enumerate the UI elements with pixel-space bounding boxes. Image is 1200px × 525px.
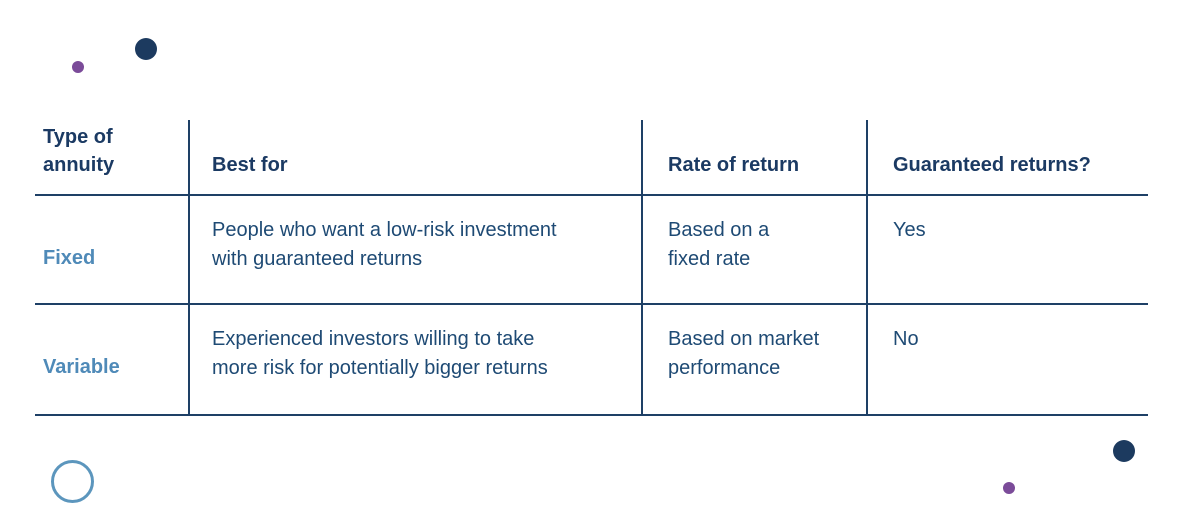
decor-purple-dot-top-left-icon	[72, 61, 84, 73]
row-variable-guaranteed-returns-cell: No	[866, 303, 1148, 414]
decor-purple-dot-bottom-right-icon	[1003, 482, 1015, 494]
row-fixed-rate-of-return-cell: Based on a fixed rate	[641, 194, 866, 303]
annuity-comparison-table: Type of annuity Best for Rate of return …	[35, 120, 1148, 416]
column-header-label: Rate of return	[668, 154, 800, 176]
decor-ring-outline-bottom-left-icon	[51, 460, 94, 503]
column-header-type-of-annuity: Type of annuity	[35, 120, 188, 194]
column-header-label: Type of annuity	[43, 126, 115, 176]
column-header-rate-of-return: Rate of return	[641, 120, 866, 194]
decor-navy-dot-bottom-right-icon	[1113, 440, 1135, 462]
row-variable-best-for-cell: Experienced investors willing to take mo…	[188, 303, 641, 414]
decor-navy-dot-top-left-icon	[135, 38, 157, 60]
row-fixed-best-for-cell: People who want a low-risk investment wi…	[188, 194, 641, 303]
row-variable-type-label: Variable	[35, 303, 188, 414]
column-header-best-for: Best for	[188, 120, 641, 194]
row-fixed-type-label: Fixed	[35, 194, 188, 303]
column-header-label: Guaranteed returns?	[893, 154, 1091, 176]
column-header-guaranteed-returns: Guaranteed returns?	[866, 120, 1148, 194]
column-header-label: Best for	[212, 154, 288, 176]
row-variable-rate-of-return-cell: Based on market performance	[641, 303, 866, 414]
row-fixed-guaranteed-returns-cell: Yes	[866, 194, 1148, 303]
